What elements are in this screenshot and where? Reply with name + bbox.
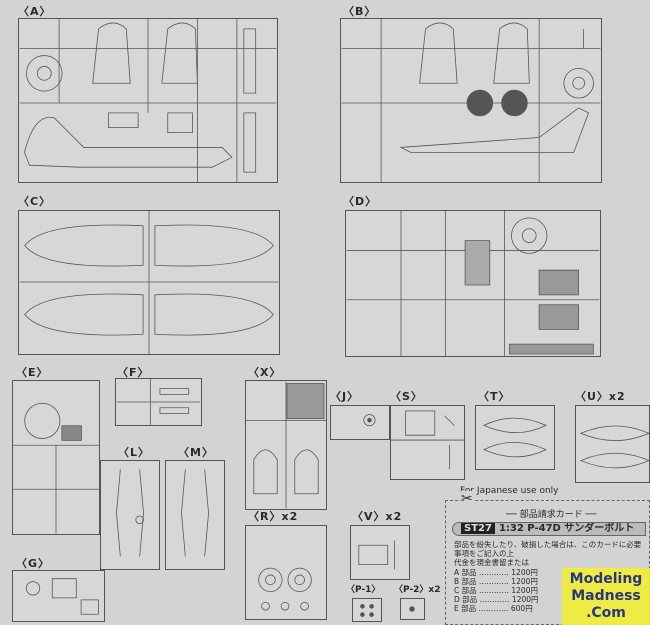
part-row: B 部品 ………… 1200円 xyxy=(454,577,538,586)
scissors-icon: ✂ xyxy=(461,491,473,507)
sprue-s-diagram xyxy=(390,405,465,480)
sprue-d-diagram xyxy=(345,210,601,357)
watermark-line: .Com xyxy=(586,605,626,621)
part-row: A 部品 ………… 1200円 xyxy=(454,568,538,577)
sprue-e-diagram xyxy=(12,380,100,535)
intro-line: 代金を現金書留または xyxy=(454,558,529,567)
sprue-label-u: 〈U〉x2 xyxy=(575,390,626,403)
sprue-label-e: 〈E〉 xyxy=(16,366,49,379)
sprue-label-g: 〈G〉 xyxy=(16,557,51,570)
sprue-j-diagram xyxy=(330,405,390,440)
sprue-label-a: 〈A〉 xyxy=(18,5,52,18)
order-card-rows: A 部品 ………… 1200円 B 部品 ………… 1200円 C 部品 ………… xyxy=(454,568,554,613)
order-card-title: ── 部品請求カード ── xyxy=(506,510,597,520)
sprue-label-t: 〈T〉 xyxy=(478,390,511,403)
intro-line: 部品を紛失したり、破損した場合は、このカードに必要事項をご記入の上 xyxy=(454,540,642,558)
sprue-f-diagram xyxy=(115,378,202,426)
sprue-m-diagram xyxy=(165,460,225,570)
sprue-label-f: 〈F〉 xyxy=(117,366,150,379)
sprue-g-diagram xyxy=(12,570,105,622)
sprue-label-x: 〈X〉 xyxy=(248,366,282,379)
part-row: E 部品 ………… 600円 xyxy=(454,604,533,613)
sprue-label-p2: 〈P-2〉x2 xyxy=(394,585,441,595)
sprue-label-d: 〈D〉 xyxy=(343,195,378,208)
modeling-madness-watermark: Modeling Madness .Com xyxy=(562,568,650,625)
watermark-line: Madness xyxy=(571,588,641,604)
kit-code: ST27 xyxy=(461,523,495,534)
sprue-label-j: 〈J〉 xyxy=(330,390,360,403)
sprue-p1-diagram xyxy=(352,598,382,622)
sprue-p2-diagram xyxy=(400,598,425,620)
part-row: C 部品 ………… 1200円 xyxy=(454,586,538,595)
japanese-use-note: For Japanese use only xyxy=(460,486,559,496)
sprue-label-p1: 〈P-1〉 xyxy=(346,585,381,595)
sprue-label-s: 〈S〉 xyxy=(390,390,423,403)
sprue-t-diagram xyxy=(475,405,555,470)
sprue-label-c: 〈C〉 xyxy=(18,195,52,208)
sprue-v-diagram xyxy=(350,525,410,580)
sprue-c-diagram xyxy=(18,210,280,355)
kit-name: 1:32 P-47D サンダーボルト xyxy=(498,523,635,534)
sprue-u-diagram xyxy=(575,405,650,483)
sprue-label-v: 〈V〉x2 xyxy=(352,510,403,523)
sprue-label-l: 〈L〉 xyxy=(118,446,151,459)
sprue-b-diagram xyxy=(340,18,602,183)
sprue-r-diagram xyxy=(245,525,327,620)
sprue-label-r: 〈R〉x2 xyxy=(248,510,299,523)
sprue-x-diagram xyxy=(245,380,327,510)
sprue-label-m: 〈M〉 xyxy=(178,446,214,459)
part-row: D 部品 ………… 1200円 xyxy=(454,595,539,604)
sprue-a-diagram xyxy=(18,18,278,183)
watermark-line: Modeling xyxy=(569,571,643,587)
sprue-l-diagram xyxy=(100,460,160,570)
sprue-label-b: 〈B〉 xyxy=(343,5,377,18)
order-card-intro: 部品を紛失したり、破損した場合は、このカードに必要事項をご記入の上 代金を現金書… xyxy=(454,540,644,567)
